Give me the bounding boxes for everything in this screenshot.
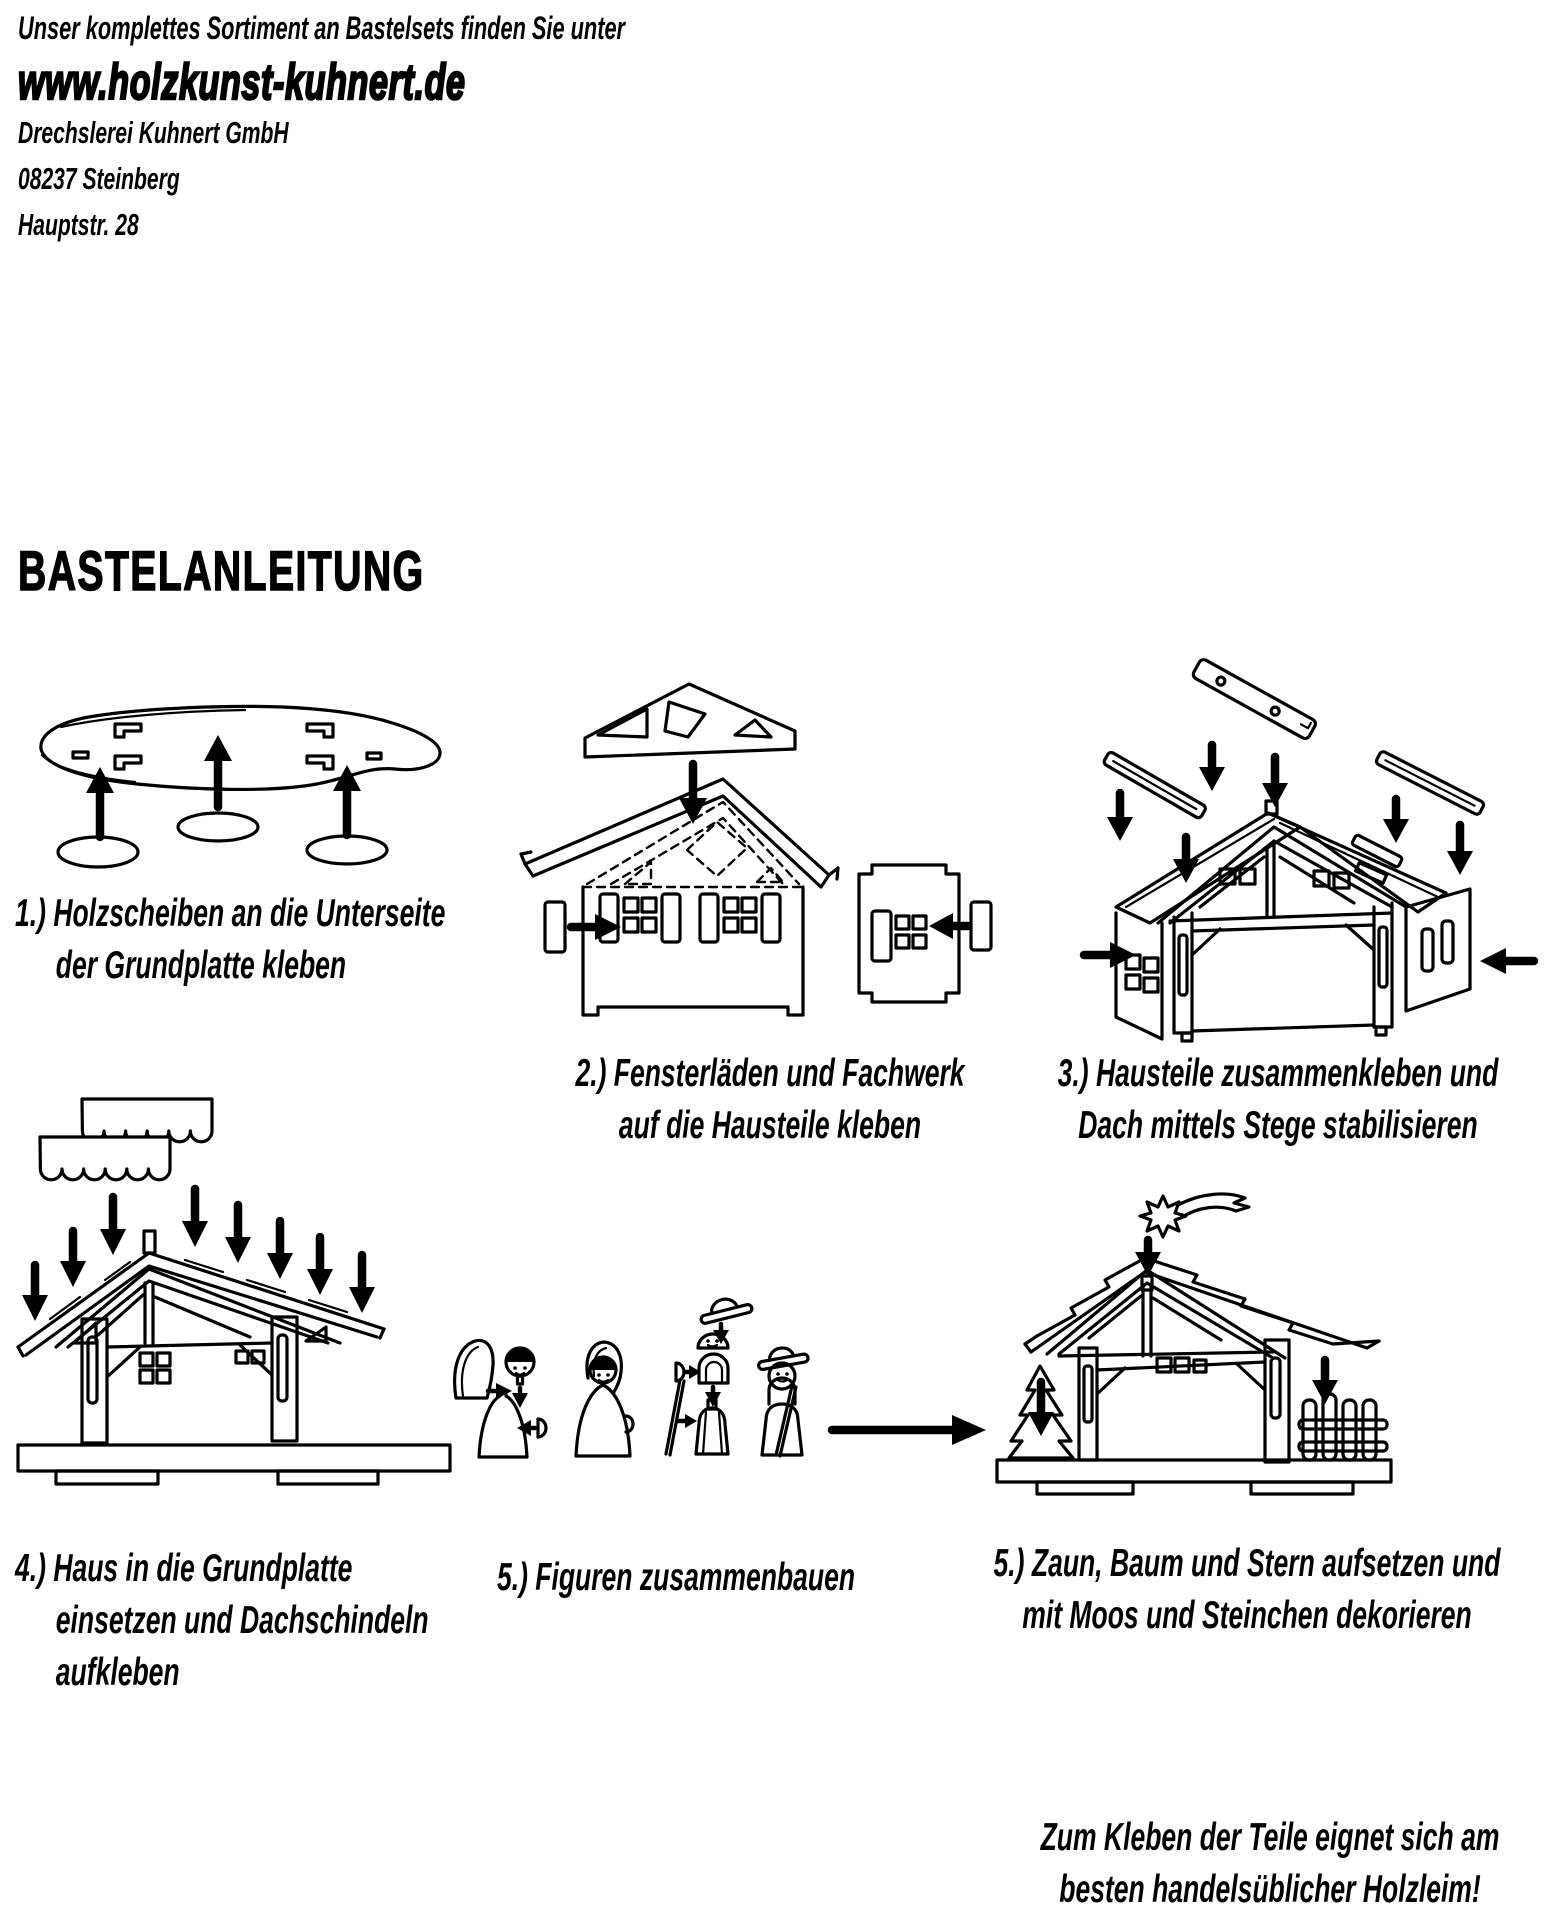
note-line: Zum Kleben der Teile eignet sich am (1040, 1816, 1500, 1859)
shingle-strips (38, 1097, 214, 1182)
side-wall-part (857, 863, 961, 1004)
glue-down-arrows (22, 1184, 375, 1321)
note-line: besten handelsüblicher Holzleim! (1059, 1868, 1481, 1911)
to-scene-arrow (827, 1415, 986, 1445)
caption-line: mit Moos und Steinchen dekorieren (1022, 1594, 1472, 1637)
joseph-staff-part (664, 1378, 697, 1457)
step5-caption: 5.) Figuren zusammenbauen (438, 1552, 914, 1604)
house-frame-on-base (16, 1229, 452, 1486)
header: Unser komplettes Sortiment an Bastelsets… (17, 8, 834, 248)
caption-line: 5.) Figuren zusammenbauen (496, 1556, 856, 1599)
postal-city: 08237 Steinberg (18, 161, 180, 196)
house-frame (1114, 799, 1472, 1043)
caption-line: 5.) Zaun, Baum und Stern aufsetzen und (993, 1542, 1501, 1585)
step5-figures-diagram (453, 1297, 986, 1459)
page-title: BASTELANLEITUNG (17, 538, 425, 603)
step4-caption: 4.) Haus in die Grundplatte einsetzen un… (15, 1543, 491, 1699)
mary-assembled (574, 1340, 635, 1458)
company-name: Drechslerei Kuhnert GmbH (18, 115, 289, 150)
joseph-assembled (757, 1346, 810, 1458)
caption-line: 4.) Haus in die Grundplatte (15, 1547, 353, 1590)
step4-shingles-diagram (16, 1097, 452, 1486)
caption-line: 3.) Hausteile zusammenkleben und (1057, 1052, 1499, 1095)
fence-part (1297, 1355, 1389, 1462)
mary-body-part (477, 1390, 548, 1459)
step6-caption: 5.) Zaun, Baum und Stern aufsetzen und m… (941, 1538, 1553, 1642)
street-address: Hauptstr. 28 (18, 207, 139, 242)
step1-baseplate-diagram (39, 704, 442, 869)
caption-line: 1.) Holzscheiben an die Unterseite (15, 892, 446, 935)
star-comet-part (1135, 1192, 1251, 1276)
website-url: www.holzkunst-kuhnert.de (17, 53, 466, 112)
tree-part (1007, 1364, 1075, 1460)
caption-line: einsetzen und Dachschindeln (55, 1599, 429, 1642)
right-batten-part (1350, 750, 1486, 869)
step2-caption: 2.) Fensterläden und Fachwerk auf die Ha… (498, 1048, 1042, 1152)
loose-shutter-right (929, 900, 993, 952)
joseph-head-part (696, 1332, 730, 1350)
glue-up-arrows (86, 735, 361, 842)
baseplate-outline (39, 704, 442, 792)
gable-truss-part (583, 682, 797, 759)
step3-assembly-diagram (1079, 658, 1539, 1043)
loose-shutter-left (543, 900, 621, 954)
ridge-batten-part (1191, 658, 1317, 741)
glue-note: Zum Kleben der Teile eignet sich am best… (998, 1812, 1542, 1916)
caption-line: der Grundplatte kleben (55, 944, 347, 987)
caption-line: 2.) Fensterläden und Fachwerk (575, 1052, 965, 1095)
wooden-discs (56, 811, 389, 869)
caption-line: Dach mittels Stege stabilisieren (1078, 1104, 1478, 1147)
caption-line: aufkleben (55, 1651, 180, 1694)
joseph-skirt-part (694, 1398, 730, 1456)
left-batten-part (1102, 750, 1207, 820)
mary-head-part (504, 1346, 536, 1408)
caption-line: auf die Hausteile kleben (618, 1104, 922, 1147)
step2-walls-diagram (519, 682, 993, 1017)
step3-caption: 3.) Hausteile zusammenkleben und Dach mi… (1006, 1048, 1550, 1152)
front-wall-part (519, 777, 840, 1017)
step1-caption: 1.) Holzscheiben an die Unterseite der G… (15, 888, 491, 992)
mary-veil-part (453, 1338, 512, 1400)
intro-line: Unser komplettes Sortiment an Bastelsets… (18, 10, 626, 46)
stable-house (995, 1256, 1393, 1496)
final-scene-diagram (995, 1192, 1393, 1496)
